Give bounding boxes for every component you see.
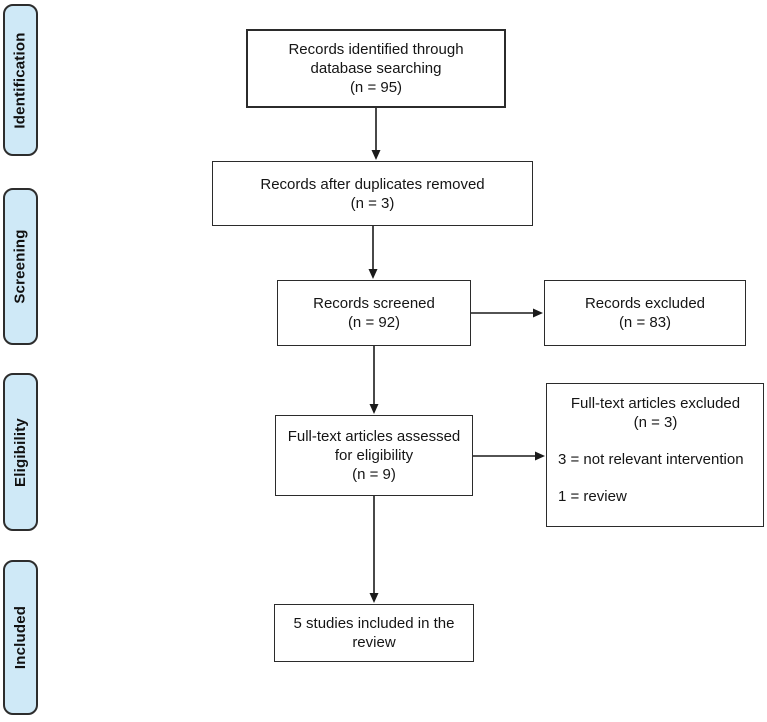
phase-screening-label: Screening xyxy=(12,229,30,304)
phase-identification-label: Identification xyxy=(12,31,30,129)
box-records-screened-count: (n = 92) xyxy=(347,314,401,331)
box-records-identified-line1: Records identified through xyxy=(288,41,464,58)
box-studies-included: 5 studies included in the review xyxy=(274,604,474,662)
box-duplicates-removed: Records after duplicates removed (n = 3) xyxy=(212,161,533,226)
box-records-identified: Records identified through database sear… xyxy=(246,29,506,108)
box-fulltext-assessed-line1: Full-text articles assessed xyxy=(287,428,461,445)
box-records-excluded-line1: Records excluded xyxy=(584,295,706,312)
box-fulltext-assessed-count: (n = 9) xyxy=(352,466,396,483)
box-duplicates-removed-count: (n = 3) xyxy=(350,194,395,212)
box-fulltext-excluded-line1: Full-text articles excluded xyxy=(570,395,741,412)
phase-included-label: Included xyxy=(12,605,29,670)
box-fulltext-excluded-reason2: 1 = review xyxy=(558,488,627,505)
box-studies-included-line1: 5 studies included in the xyxy=(293,615,455,632)
box-records-identified-count: (n = 95) xyxy=(349,79,403,96)
box-records-screened-line1: Records screened xyxy=(313,295,435,312)
box-records-excluded: Records excluded (n = 83) xyxy=(544,280,746,346)
phase-identification: Identification xyxy=(3,4,38,156)
phase-screening: Screening xyxy=(3,188,38,345)
box-studies-included-line2: review xyxy=(352,634,396,651)
box-fulltext-excluded-count: (n = 3) xyxy=(633,414,678,431)
phase-eligibility-label: Eligibility xyxy=(12,417,29,487)
phase-included: Included xyxy=(3,560,38,715)
box-records-screened: Records screened (n = 92) xyxy=(277,280,471,346)
phase-eligibility: Eligibility xyxy=(3,373,38,531)
box-duplicates-removed-line1: Records after duplicates removed xyxy=(260,175,485,193)
box-fulltext-excluded: Full-text articles excluded (n = 3) 3 = … xyxy=(546,383,764,527)
box-fulltext-assessed-line2: for eligibility xyxy=(334,447,414,464)
box-records-excluded-count: (n = 83) xyxy=(618,314,672,331)
box-fulltext-excluded-reason1: 3 = not relevant intervention xyxy=(558,451,744,468)
box-fulltext-assessed: Full-text articles assessed for eligibil… xyxy=(275,415,473,496)
box-records-identified-line2: database searching xyxy=(310,60,442,77)
